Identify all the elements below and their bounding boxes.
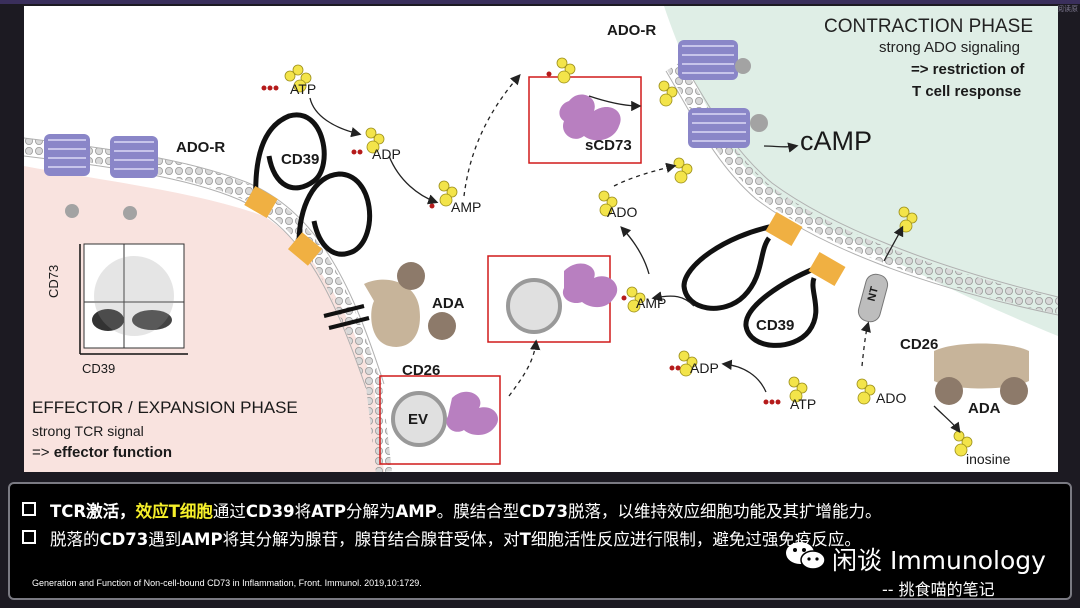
caption-l1-e: ATP — [311, 502, 346, 521]
cd26-ada-right — [934, 343, 1029, 405]
cd39-left — [253, 112, 373, 257]
nucleotide-molecules — [284, 57, 973, 457]
caption-l2-d: AMP — [181, 530, 223, 549]
phosphate-groups — [261, 71, 781, 405]
adp-right-label: ADP — [690, 360, 719, 376]
caption-l2-c: 遇到 — [148, 530, 182, 549]
ado-receptor-right-2 — [688, 108, 768, 148]
cd26-ada-left — [323, 262, 456, 347]
atp-left-label: ATP — [290, 81, 317, 97]
flow-cytometry-plot — [79, 243, 188, 355]
ado-r-left-label: ADO-R — [176, 139, 226, 156]
ado-right-label: ADO — [876, 390, 907, 406]
caption-l2-b: CD73 — [99, 530, 149, 549]
top-bar — [0, 0, 1080, 4]
caption-l2-f: T — [519, 530, 531, 549]
adp-left-label: ADP — [372, 146, 401, 162]
diagram-graphics — [24, 6, 1058, 472]
cd39-right — [681, 223, 819, 348]
effector-desc-1: strong TCR signal — [32, 423, 144, 439]
caption-line-2: 脱落的CD73遇到AMP将其分解为腺苷，腺苷结合腺苷受体，对T细胞活性反应进行限… — [22, 526, 861, 550]
flow-x-label: CD39 — [82, 361, 116, 376]
caption-l2-g: 细胞活性反应进行限制，避免过强免疫反应。 — [530, 530, 861, 549]
caption-l1-h: 。膜结合型 — [436, 502, 520, 521]
contraction-desc-3: T cell response — [912, 83, 1022, 100]
camp-label: cAMP — [800, 126, 873, 156]
effector-desc-2-bold: effector function — [53, 444, 173, 461]
ev-label: EV — [408, 411, 429, 428]
ada-right-label: ADA — [968, 400, 1001, 417]
contraction-phase-bg — [664, 6, 1058, 336]
reaction-arrows — [309, 74, 961, 434]
contraction-phase-title: CONTRACTION PHASE — [824, 16, 1034, 37]
cd39-left-label: CD39 — [281, 151, 320, 168]
caption-l1-a: TCR激活， — [50, 502, 136, 521]
caption-l2-e: 将其分解为腺苷，腺苷结合腺苷受体，对 — [222, 530, 520, 549]
caption-l1-d: 将 — [294, 502, 312, 521]
amp-mid-label: AMP — [636, 295, 667, 311]
caption-l1-highlight: 效应T细胞 — [135, 502, 213, 521]
effector-desc-2-prefix: => — [32, 444, 54, 461]
ado-receptor-right-1 — [678, 40, 751, 80]
red-box-ev — [379, 375, 501, 465]
flow-y-label: CD73 — [46, 264, 61, 298]
bullet-square-icon — [22, 502, 36, 516]
amp-left-label: AMP — [451, 199, 482, 215]
caption-l1-c: CD39 — [245, 502, 295, 521]
caption-l1-g: AMP — [395, 502, 437, 521]
effector-desc-2: => effector function — [32, 444, 172, 461]
cd73-diagram-figure: CONTRACTION PHASE strong ADO signaling =… — [24, 6, 1058, 472]
corner-text: 阅读原 — [1057, 6, 1078, 13]
red-box-scd73 — [528, 76, 642, 164]
ado-receptor-left-2 — [110, 136, 158, 220]
caption-l1-i: CD73 — [519, 502, 569, 521]
inosine-label: inosine — [966, 451, 1011, 467]
caption-box: TCR激活，效应T细胞通过CD39将ATP分解为AMP。膜结合型CD73脱落，以… — [8, 482, 1072, 600]
caption-l2-a: 脱落的 — [50, 530, 100, 549]
ado-receptor-left-1 — [44, 134, 90, 218]
cd26-right-label: CD26 — [900, 336, 939, 353]
ev-vesicle-bottom — [391, 391, 447, 447]
nt-transporter — [857, 273, 889, 323]
scd73-protein — [559, 94, 621, 141]
contraction-desc-2: => restriction of — [911, 61, 1025, 78]
effector-phase-title: EFFECTOR / EXPANSION PHASE — [32, 398, 298, 417]
wechat-icon — [786, 542, 826, 570]
ado-mid-label: ADO — [607, 204, 638, 220]
caption-l1-f: 分解为 — [345, 502, 396, 521]
membrane-left — [24, 138, 392, 472]
ada-left-label: ADA — [432, 295, 465, 312]
scd73-label: sCD73 — [585, 137, 632, 154]
contraction-desc-1: strong ADO signaling — [879, 39, 1020, 56]
atp-right-label: ATP — [790, 396, 817, 412]
watermark-subtitle: -- 挑食喵的笔记 — [882, 580, 995, 599]
cd26-left-label: CD26 — [402, 362, 441, 379]
bullet-square-icon — [22, 530, 36, 544]
caption-line-1: TCR激活，效应T细胞通过CD39将ATP分解为AMP。膜结合型CD73脱落，以… — [22, 498, 882, 522]
citation-text: Generation and Function of Non-cell-boun… — [32, 578, 422, 588]
ado-r-top-label: ADO-R — [607, 22, 657, 39]
caption-l1-j: 脱落，以维持效应细胞功能及其扩增能力。 — [568, 502, 882, 521]
cd39-right-label: CD39 — [756, 317, 795, 334]
watermark-title: 闲谈 Immunology — [832, 546, 1046, 575]
ev-vesicle-middle — [506, 278, 562, 334]
caption-l1-b: 通过 — [212, 502, 246, 521]
